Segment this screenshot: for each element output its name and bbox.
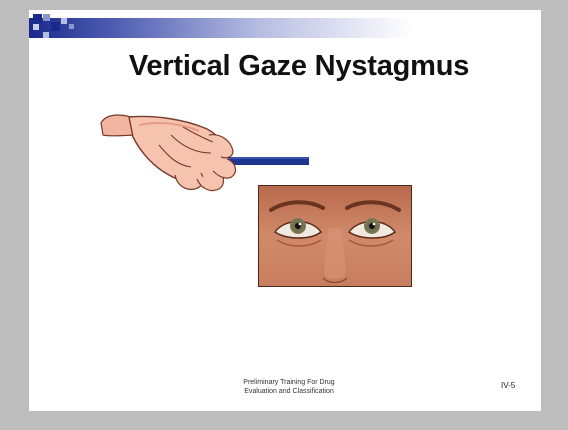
slide: Vertical Gaze Nystagmus	[29, 10, 541, 411]
eyes-looking-up-photo	[258, 185, 412, 287]
decorative-squares-logo	[29, 10, 89, 50]
footer-line-2: Evaluation and Classification	[209, 387, 369, 396]
header-gradient-bar	[29, 18, 541, 38]
footer-line-1: Preliminary Training For Drug	[209, 378, 369, 387]
footer-course-title: Preliminary Training For Drug Evaluation…	[209, 378, 369, 396]
slide-number: IV-5	[501, 381, 515, 390]
slide-title: Vertical Gaze Nystagmus	[69, 50, 529, 83]
